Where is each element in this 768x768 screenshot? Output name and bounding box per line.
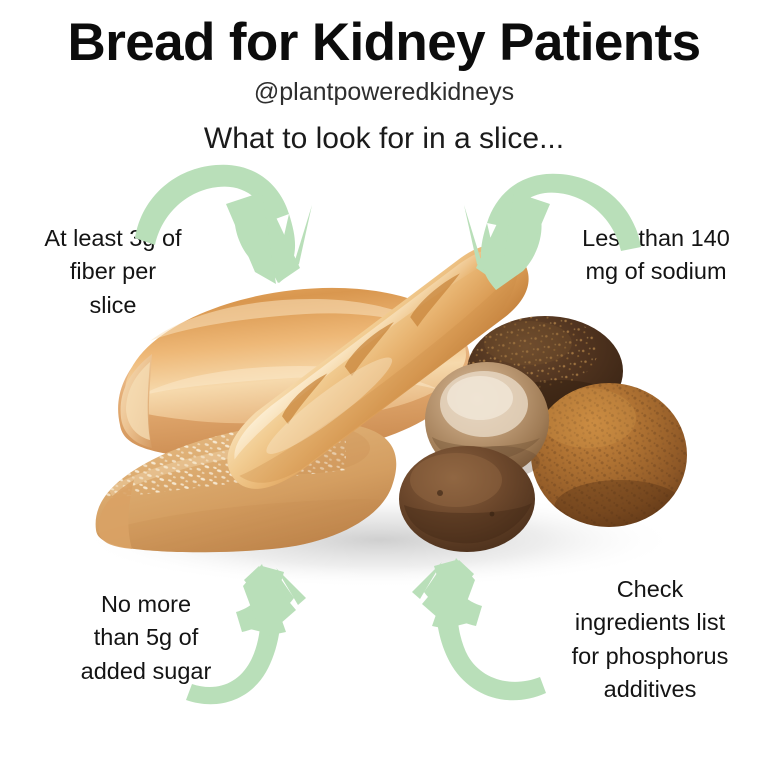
dark-rye-roll-seeded bbox=[467, 316, 623, 426]
callout-fiber-line-1: At least 3g of bbox=[44, 225, 182, 251]
social-handle: @plantpoweredkidneys bbox=[253, 78, 515, 107]
curved-arrow-up-left-icon bbox=[412, 558, 546, 701]
multigrain-roll bbox=[531, 383, 687, 527]
sesame-seed-loaf bbox=[95, 421, 397, 553]
callout-phosphorus-line-2: ingredients list bbox=[574, 609, 726, 636]
callout-sodium: Less than 140 mg of sodium bbox=[550, 222, 762, 289]
callout-sodium-line-1: Less than 140 bbox=[582, 225, 730, 251]
callout-sugar-line-2: than 5g of bbox=[93, 624, 199, 651]
page-title: Bread for Kidney Patients bbox=[67, 13, 702, 72]
floured-wheat-roll bbox=[425, 362, 549, 478]
callout-phosphorus-line-3: for phosphorus bbox=[571, 642, 729, 669]
callout-phosphorus-line-4: additives bbox=[603, 676, 697, 703]
callout-fiber-line-3: slice bbox=[89, 291, 137, 318]
dark-brown-roll bbox=[399, 446, 535, 552]
callout-fiber-line-2: fiber per bbox=[69, 258, 157, 285]
callout-sugar-line-1: No more bbox=[100, 591, 192, 617]
header: Bread for Kidney Patients @plantpoweredk… bbox=[0, 0, 768, 157]
baguette bbox=[227, 244, 529, 489]
page-subtitle: What to look for in a slice... bbox=[203, 122, 565, 156]
callout-fiber: At least 3g of fiber per slice bbox=[8, 222, 218, 322]
callout-sugar: No more than 5g of added sugar bbox=[42, 588, 250, 688]
callout-sugar-line-3: added sugar bbox=[80, 657, 212, 684]
callout-phosphorus: Check ingredients list for phosphorus ad… bbox=[540, 573, 760, 706]
callout-sodium-line-2: mg of sodium bbox=[585, 258, 727, 285]
callout-phosphorus-line-1: Check bbox=[616, 576, 684, 602]
